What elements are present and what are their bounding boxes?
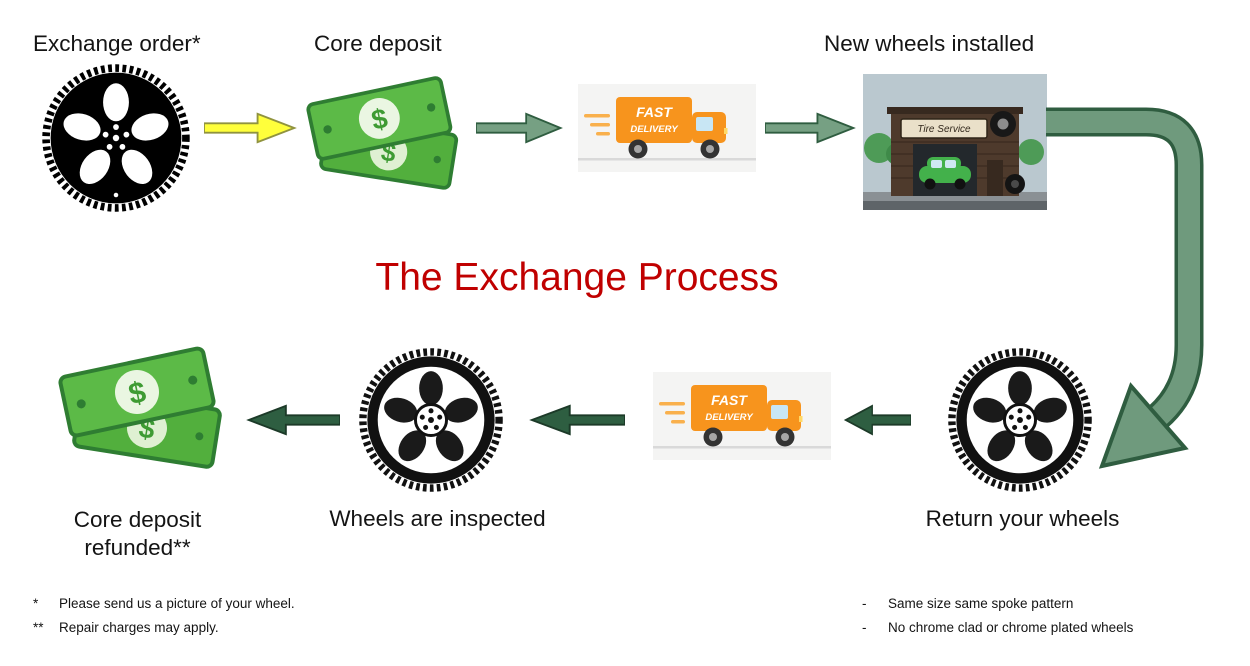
truck-text-delivery: DELIVERY xyxy=(630,124,679,135)
footnotes-right: - Same size same spoke pattern - No chro… xyxy=(862,596,1133,644)
footnote-text: No chrome clad or chrome plated wheels xyxy=(888,620,1134,635)
return-your-wheels-label: Return your wheels xyxy=(925,506,1120,531)
truck-text-delivery: DELIVERY xyxy=(705,412,754,423)
footnote-text: Repair charges may apply. xyxy=(59,620,219,635)
white-wheel-icon xyxy=(359,348,503,492)
footnote: - No chrome clad or chrome plated wheels xyxy=(862,620,1133,635)
dollar-sign: $ xyxy=(369,102,391,136)
footnote-text: Same size same spoke pattern xyxy=(888,596,1074,611)
footnote: * Please send us a picture of your wheel… xyxy=(33,596,295,611)
tire-shop-icon: Tire Service xyxy=(863,74,1047,210)
footnote-marker: - xyxy=(862,620,867,635)
shop-sign-text: Tire Service xyxy=(917,124,971,135)
core-deposit-refunded-label: Core deposit refunded** xyxy=(55,506,220,562)
dark-green-arrow-left-icon xyxy=(246,404,340,436)
curved-arrow-down-icon xyxy=(1046,107,1204,469)
truck-text-fast: FAST xyxy=(711,392,748,408)
footnote-marker: - xyxy=(862,596,867,611)
delivery-truck-icon: FAST DELIVERY xyxy=(578,84,756,172)
wheels-are-inspected-label: Wheels are inspected xyxy=(329,506,546,531)
delivery-truck-icon: FAST DELIVERY xyxy=(653,372,831,460)
footnote: ** Repair charges may apply. xyxy=(33,620,295,635)
dark-green-arrow-left-icon xyxy=(529,404,625,436)
green-arrow-right-icon xyxy=(765,112,856,144)
dark-green-arrow-left-icon xyxy=(843,404,911,436)
white-wheel-icon xyxy=(948,348,1092,492)
dollar-sign: $ xyxy=(126,376,149,412)
footnotes-left: * Please send us a picture of your wheel… xyxy=(33,596,295,644)
green-arrow-right-icon xyxy=(476,112,563,144)
page-title: The Exchange Process xyxy=(375,256,779,299)
truck-text-fast: FAST xyxy=(636,104,673,120)
footnote-text: Please send us a picture of your wheel. xyxy=(59,596,295,611)
footnote-marker: * xyxy=(33,596,39,611)
core-deposit-label: Core deposit xyxy=(314,31,442,56)
exchange-order-label: Exchange order* xyxy=(33,31,201,56)
footnote: - Same size same spoke pattern xyxy=(862,596,1133,611)
core-deposit-refunded-line1: Core deposit xyxy=(73,507,202,532)
black-wheel-icon xyxy=(42,64,190,212)
new-wheels-installed-label: New wheels installed xyxy=(824,31,1035,56)
money-icon: $ $ xyxy=(306,76,459,190)
footnote-marker: ** xyxy=(33,620,44,635)
yellow-arrow-right-icon xyxy=(204,112,297,144)
core-deposit-refunded-line2: refunded** xyxy=(84,535,191,560)
money-refund-icon: $ $ xyxy=(58,346,222,469)
